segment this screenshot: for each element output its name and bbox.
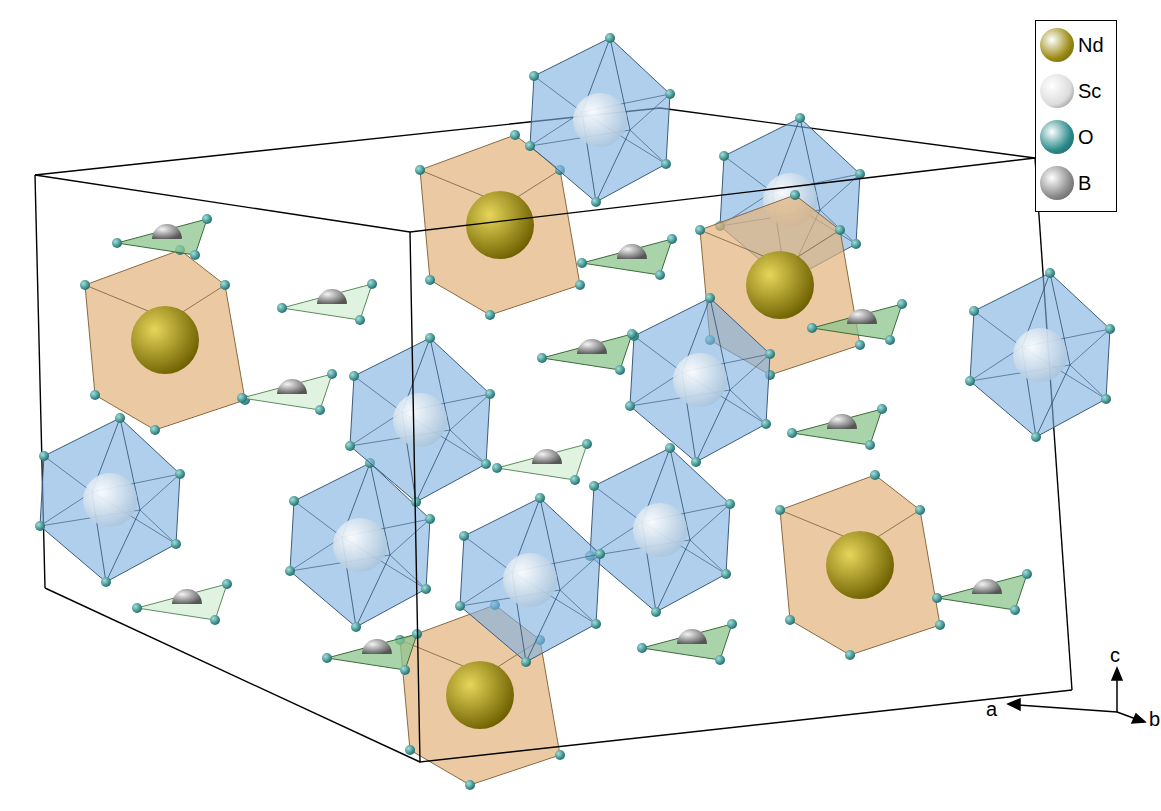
atom-swatch <box>1040 28 1074 62</box>
atom-swatch <box>1040 74 1074 108</box>
legend-row: Nd <box>1036 23 1116 69</box>
atom-swatch <box>1040 120 1074 154</box>
legend-row: O <box>1036 115 1116 161</box>
legend-row: Sc <box>1036 69 1116 115</box>
atom-swatch <box>1040 166 1074 200</box>
legend-text: Sc <box>1078 80 1101 103</box>
legend-text: B <box>1078 172 1091 195</box>
legend-text: Nd <box>1078 34 1104 57</box>
legend-box: NdScOB <box>1035 20 1117 212</box>
axis-label: b <box>1149 708 1160 731</box>
axis-label: a <box>986 698 997 721</box>
legend-row: B <box>1036 161 1116 207</box>
axis-label: c <box>1110 644 1120 667</box>
legend-text: O <box>1078 126 1094 149</box>
